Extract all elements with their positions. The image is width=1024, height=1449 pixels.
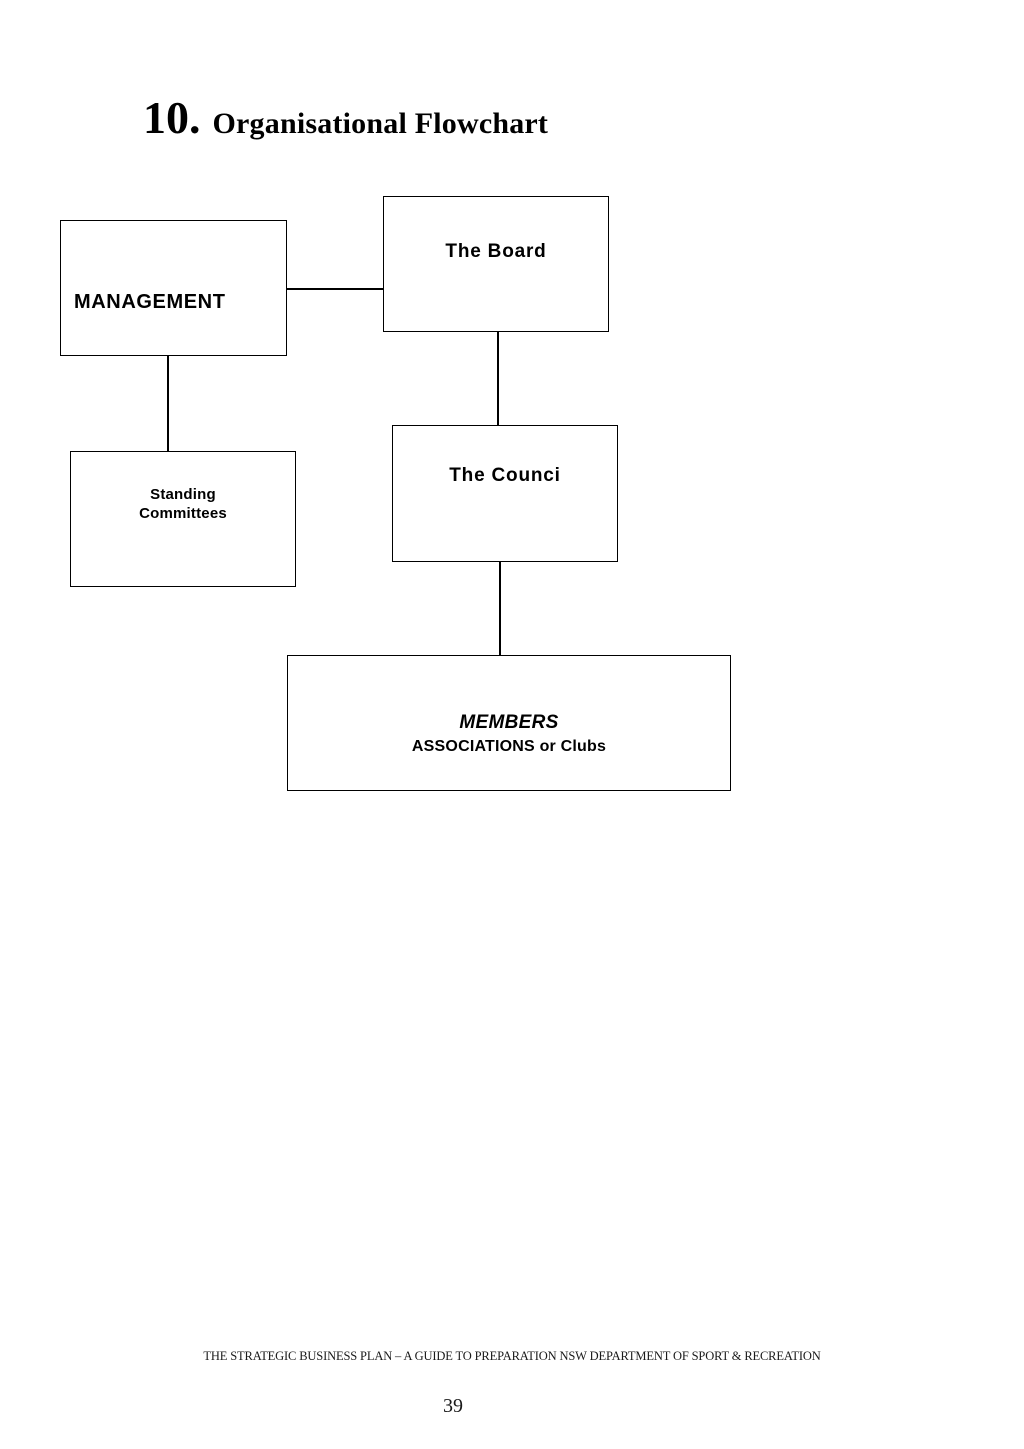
page-title: 10. Organisational Flowchart <box>143 95 548 141</box>
node-label-management: MANAGEMENT <box>74 290 226 313</box>
node-label-council: The Counci <box>449 464 561 486</box>
node-label-members-line2: ASSOCIATIONS or Clubs <box>411 737 607 755</box>
node-label-standing-committees-line2: Committees <box>139 505 227 522</box>
flowchart-node-council: The Counci <box>392 425 618 562</box>
flowchart-node-management: MANAGEMENT <box>60 220 287 356</box>
page-number: 39 <box>443 1395 463 1417</box>
section-number: 10. <box>143 92 201 143</box>
section-title: Organisational Flowchart <box>212 107 549 140</box>
flowchart-node-standing-committees: Standing Committees <box>70 451 296 587</box>
connector-management-to-standing-committees <box>167 355 169 452</box>
flowchart-node-members: MEMBERS ASSOCIATIONS or Clubs <box>287 655 731 791</box>
node-label-standing-committees-line1: Standing <box>150 486 216 504</box>
flowchart-node-board: The Board <box>383 196 609 332</box>
organisational-flowchart: MANAGEMENT The Board Standing Committees… <box>60 196 731 791</box>
node-label-board: The Board <box>445 241 547 263</box>
connector-management-to-board <box>286 288 384 290</box>
connector-board-to-council <box>497 331 499 426</box>
node-label-members-line1: MEMBERS <box>459 712 559 734</box>
connector-council-to-members <box>499 561 501 656</box>
footer-text: THE STRATEGIC BUSINESS PLAN – A GUIDE TO… <box>203 1349 821 1363</box>
